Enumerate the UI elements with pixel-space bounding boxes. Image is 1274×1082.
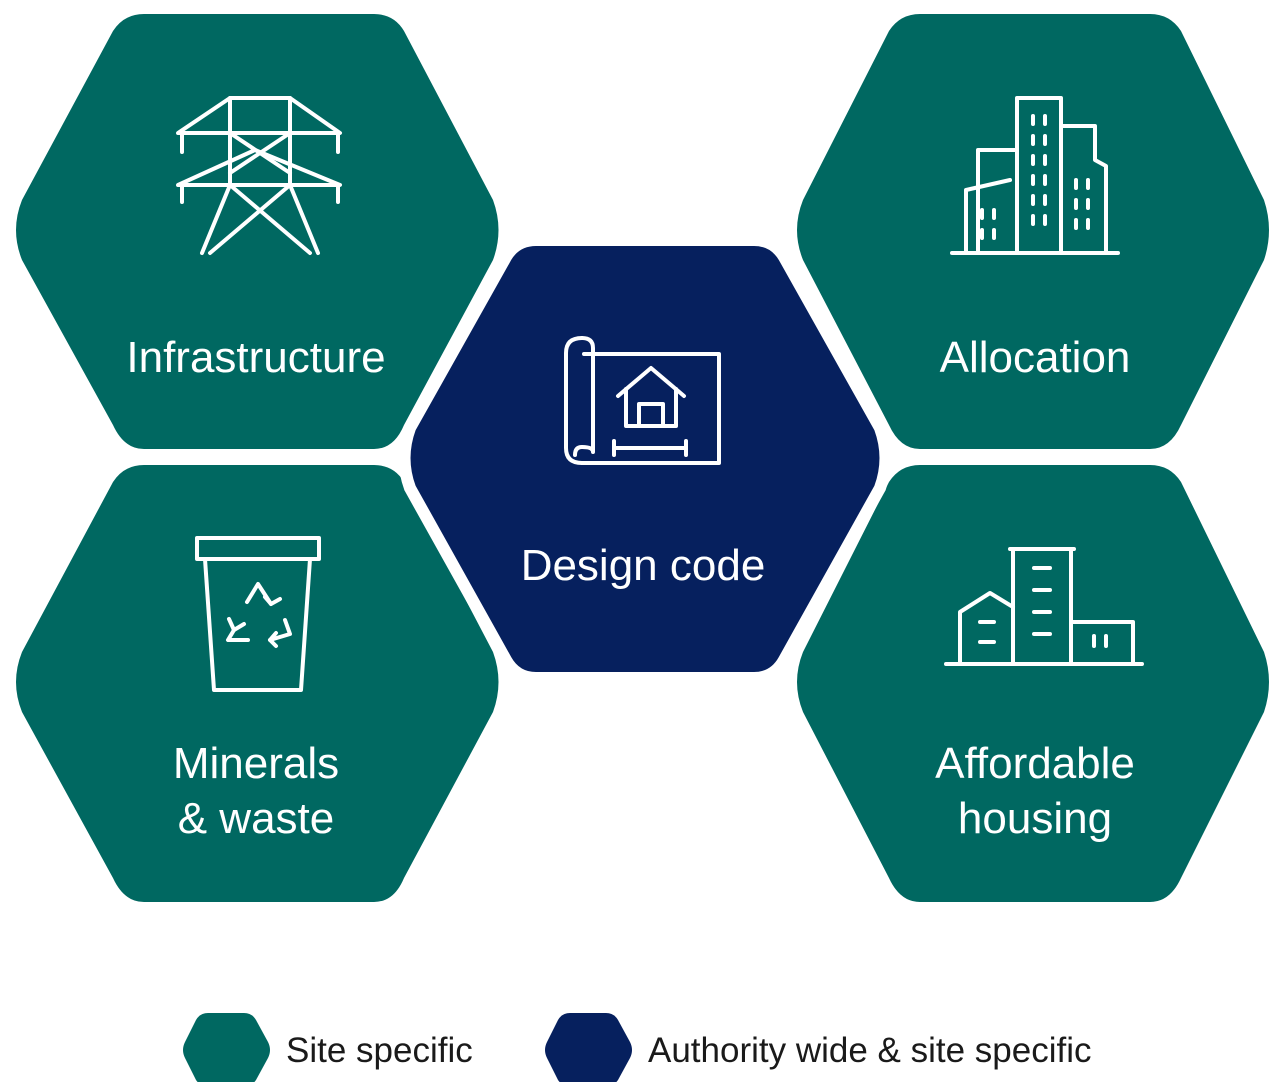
hex-minerals-waste: Minerals & waste (16, 465, 499, 902)
hex-infrastructure-label: Infrastructure (126, 333, 385, 382)
hex-design-code: Design code (398, 234, 892, 684)
hex-allocation: Allocation (797, 14, 1269, 449)
hex-shape (797, 465, 1269, 902)
recycle-bin-icon (195, 536, 321, 692)
hex-minerals-label-line2: & waste (178, 794, 335, 843)
houses-icon (944, 547, 1144, 666)
legend-label-authority-wide: Authority wide & site specific (648, 1031, 1092, 1070)
legend-swatch-site-specific (183, 1013, 270, 1082)
pylon-icon (176, 96, 342, 255)
legend-swatch-authority-wide (545, 1013, 632, 1082)
blueprint-house-icon (564, 336, 721, 465)
buildings-icon (950, 96, 1120, 255)
hex-infrastructure: Infrastructure (16, 14, 499, 449)
legend-item-authority-wide: Authority wide & site specific (545, 1013, 1092, 1082)
hex-design-code-label: Design code (521, 541, 766, 590)
legend-item-site-specific: Site specific (183, 1013, 473, 1082)
hex-shape (797, 14, 1269, 449)
hex-affordable-label-line2: housing (958, 794, 1112, 843)
hex-shape (16, 14, 499, 449)
hex-affordable-label-line1: Affordable (935, 739, 1135, 788)
hex-allocation-label: Allocation (940, 333, 1131, 382)
hex-minerals-label-line1: Minerals (173, 739, 339, 788)
hex-shape (16, 465, 499, 902)
hex-shape (398, 234, 892, 684)
legend-label-site-specific: Site specific (286, 1031, 473, 1070)
hex-affordable-housing: Affordable housing (797, 465, 1269, 902)
legend: Site specific Authority wide & site spec… (183, 1013, 1092, 1082)
